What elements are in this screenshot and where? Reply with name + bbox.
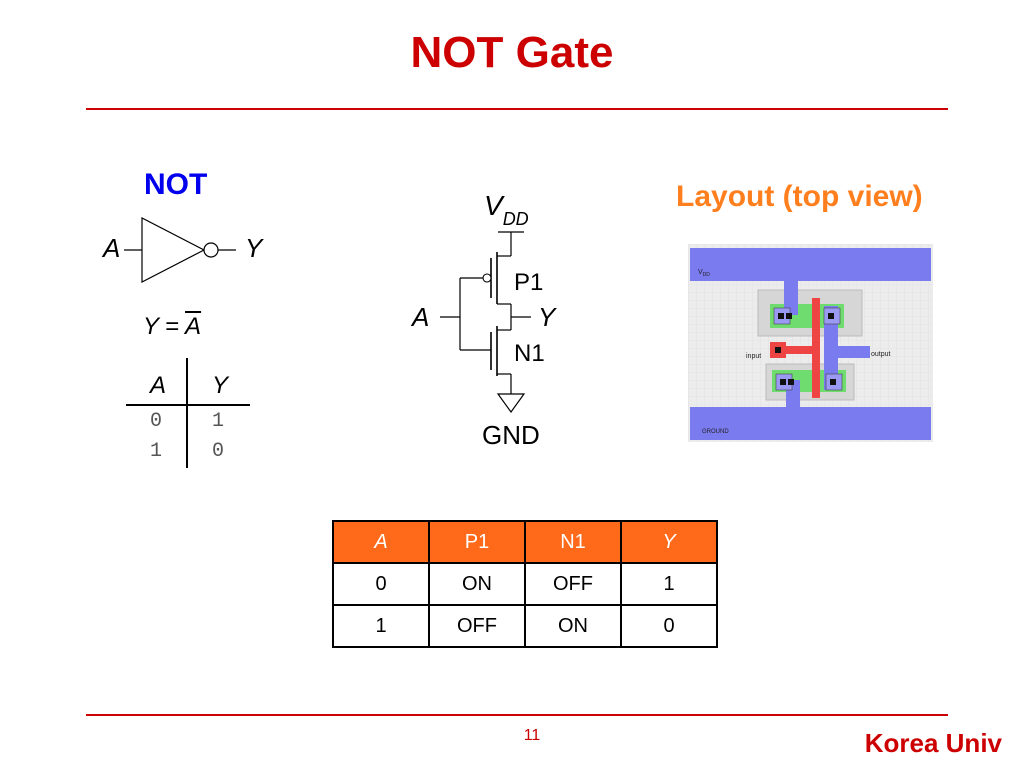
layout-ground-label: GROUND [702, 429, 729, 435]
table-row: 0 ON OFF 1 [332, 562, 718, 606]
table-cell: OFF [524, 562, 622, 606]
page-number: 11 [523, 727, 541, 744]
truth-table: A Y 0 1 1 0 [124, 358, 252, 468]
inversion-bubble-icon [203, 242, 219, 258]
gate-heading: NOT [144, 168, 208, 201]
slide-title: NOT Gate [410, 28, 614, 77]
switch-table-header-a: A [332, 520, 430, 564]
cmos-inverter-schematic: VDD P1 Y A N1 GND [410, 190, 557, 450]
poly-gate [812, 298, 820, 398]
circuit-output-label: Y [538, 302, 557, 332]
truth-table-horizontal-rule [126, 404, 250, 406]
gate-output-label: Y [245, 233, 263, 263]
pmos-bubble-icon [482, 273, 492, 283]
layout-output-label: output [871, 351, 891, 358]
footer-divider [86, 714, 948, 716]
pmos-label: P1 [514, 269, 543, 296]
table-cell: 0 [332, 562, 430, 606]
table-cell: ON [428, 562, 526, 606]
truth-table-header-a: A [149, 372, 166, 399]
output-metal [824, 306, 838, 390]
table-cell: ON [524, 604, 622, 648]
title-divider [86, 108, 948, 110]
vdd-label: VDD [484, 190, 529, 229]
truth-table-header-y: Y [211, 372, 228, 399]
footer-brand: Korea Univ [864, 728, 1002, 758]
layout-vdd-label: VDD [698, 269, 710, 278]
table-row: 1 OFF ON 0 [332, 604, 718, 648]
gate-input-label: A [103, 233, 121, 263]
equation-lhs: Y [143, 313, 159, 340]
vdd-rail [690, 248, 931, 281]
not-gate-symbol [124, 217, 236, 283]
truth-table-cell: 1 [149, 440, 162, 463]
truth-table-vertical-rule [186, 358, 188, 468]
truth-table-cell: 0 [149, 410, 162, 433]
ground-rail [690, 407, 931, 440]
boolean-equation: Y = A [143, 313, 201, 341]
truth-table-cell: 0 [211, 440, 224, 463]
circuit-input-label: A [410, 302, 429, 332]
layout-heading: Layout (top view) [676, 180, 923, 213]
truth-table-cell: 1 [211, 410, 224, 433]
ground-label: GND [482, 420, 540, 450]
switch-table-header-y: Y [620, 520, 718, 564]
table-cell: OFF [428, 604, 526, 648]
table-cell: 0 [620, 604, 718, 648]
table-cell: 1 [332, 604, 430, 648]
equation-equals: = [165, 313, 180, 340]
equation-rhs: A [185, 313, 202, 340]
layout-input-label: input [746, 353, 761, 360]
ground-icon [496, 393, 526, 414]
switch-table-header-row: A P1 N1 Y [332, 520, 718, 564]
table-cell: 1 [620, 562, 718, 606]
switch-table-header-p1: P1 [428, 520, 526, 564]
switch-state-table: A P1 N1 Y 0 ON OFF 1 1 OFF ON 0 [332, 520, 718, 648]
layout-top-view: VDD GROUND input output [688, 244, 933, 442]
nmos-label: N1 [514, 340, 545, 367]
switch-table-header-n1: N1 [524, 520, 622, 564]
